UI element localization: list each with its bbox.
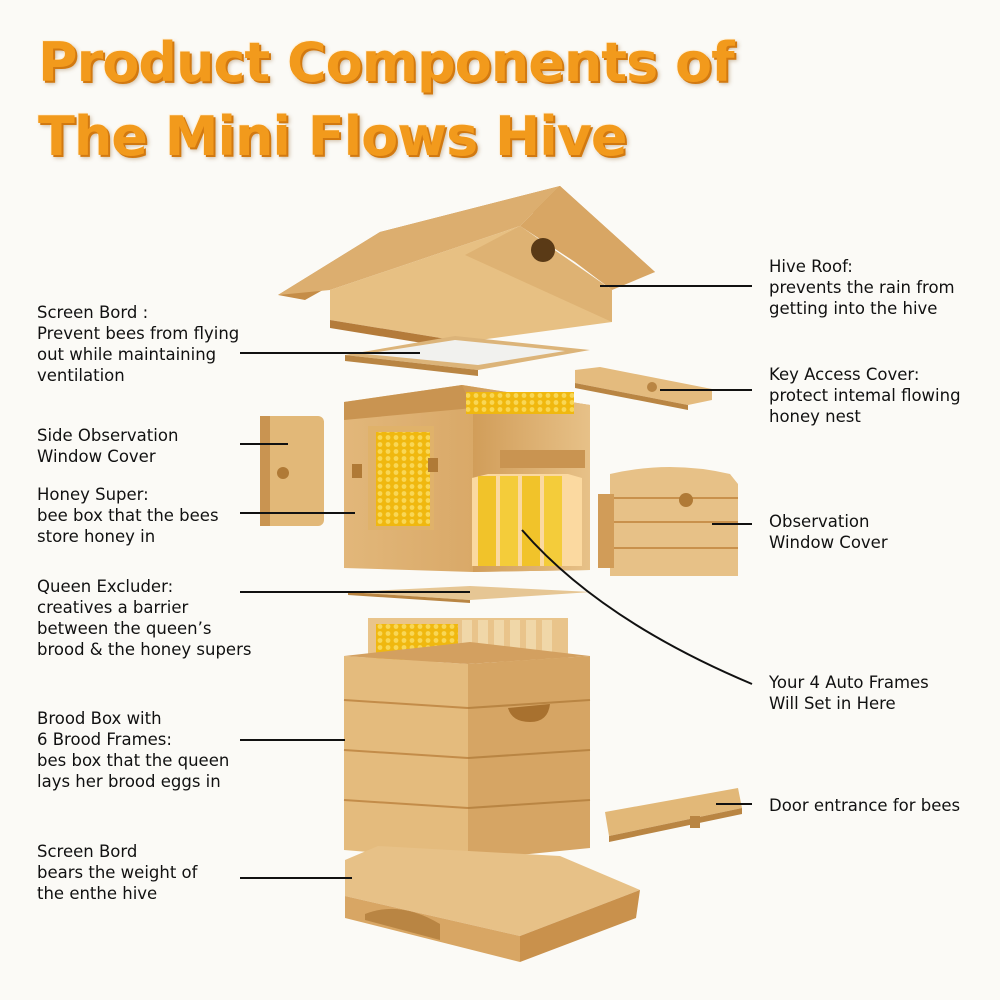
- label-line: Brood Box with: [37, 709, 162, 728]
- hive-base: [345, 846, 640, 962]
- label-line: store honey in: [37, 527, 156, 546]
- label-queen-excluder: Queen Excluder: creatives a barrier betw…: [37, 576, 251, 660]
- label-line: bes box that the queen: [37, 751, 230, 770]
- leader-lines: [240, 285, 753, 879]
- label-line: protect intemal flowing: [769, 386, 961, 405]
- hive-roof: [278, 186, 655, 350]
- label-hive-roof: Hive Roof: prevents the rain from gettin…: [769, 256, 955, 319]
- label-line: prevents the rain from: [769, 278, 955, 297]
- label-screen-bord-top: Screen Bord : Prevent bees from flying o…: [37, 302, 239, 386]
- key-access-cover: [575, 367, 712, 410]
- frame-tops: [466, 392, 574, 414]
- label-line: Honey Super:: [37, 485, 149, 504]
- label-line: Side Observation: [37, 426, 179, 445]
- side-observation-cover: [260, 416, 324, 526]
- label-screen-bord-bottom: Screen Bord bears the weight of the enth…: [37, 841, 197, 904]
- label-line: Window Cover: [769, 533, 888, 552]
- side-window: [376, 432, 430, 526]
- hand-grip: [508, 704, 550, 722]
- roof-entrance-hole-icon: [531, 238, 555, 262]
- screen-board-top: [345, 336, 590, 376]
- label-line: Your 4 Auto Frames: [769, 673, 929, 692]
- label-line: the enthe hive: [37, 884, 158, 903]
- label-line: creatives a barrier: [37, 598, 189, 617]
- label-line: Queen Excluder:: [37, 577, 174, 596]
- label-line: Hive Roof:: [769, 257, 853, 276]
- label-auto-frames: Your 4 Auto Frames Will Set in Here: [769, 672, 929, 714]
- label-line: Window Cover: [37, 447, 156, 466]
- knob-icon: [679, 493, 693, 507]
- door-entrance-strip: [605, 788, 742, 842]
- label-line: bears the weight of: [37, 863, 198, 882]
- knob-icon: [277, 467, 289, 479]
- honey-super-box: [344, 385, 590, 572]
- label-line: getting into the hive: [769, 299, 938, 318]
- label-observation-window-cover: Observation Window Cover: [769, 511, 888, 553]
- brood-box: [343, 618, 591, 860]
- label-line: Screen Bord: [37, 842, 138, 861]
- label-line: between the queen’s: [37, 619, 212, 638]
- queen-excluder: [348, 586, 592, 603]
- label-key-access-cover: Key Access Cover: protect intemal flowin…: [769, 364, 961, 427]
- observation-window-cover: [598, 467, 738, 576]
- label-brood-box: Brood Box with 6 Brood Frames: bes box t…: [37, 708, 229, 792]
- label-line: 6 Brood Frames:: [37, 730, 172, 749]
- label-line: Will Set in Here: [769, 694, 896, 713]
- label-side-observation: Side Observation Window Cover: [37, 425, 178, 467]
- label-line: ventilation: [37, 366, 125, 385]
- label-door-entrance: Door entrance for bees: [769, 795, 960, 816]
- label-line: Observation: [769, 512, 870, 531]
- label-line: Key Access Cover:: [769, 365, 920, 384]
- title-line-1: Product Components of: [38, 31, 735, 94]
- label-line: honey nest: [769, 407, 861, 426]
- label-line: Screen Bord :: [37, 303, 149, 322]
- label-honey-super: Honey Super: bee box that the bees store…: [37, 484, 219, 547]
- label-line: out while maintaining: [37, 345, 217, 364]
- label-line: bee box that the bees: [37, 506, 219, 525]
- label-line: brood & the honey supers: [37, 640, 252, 659]
- label-line: Door entrance for bees: [769, 796, 961, 815]
- label-line: lays her brood eggs in: [37, 772, 221, 791]
- label-line: Prevent bees from flying: [37, 324, 240, 343]
- knob-icon: [647, 382, 657, 392]
- title-line-2: The Mini Flows Hive: [38, 105, 628, 168]
